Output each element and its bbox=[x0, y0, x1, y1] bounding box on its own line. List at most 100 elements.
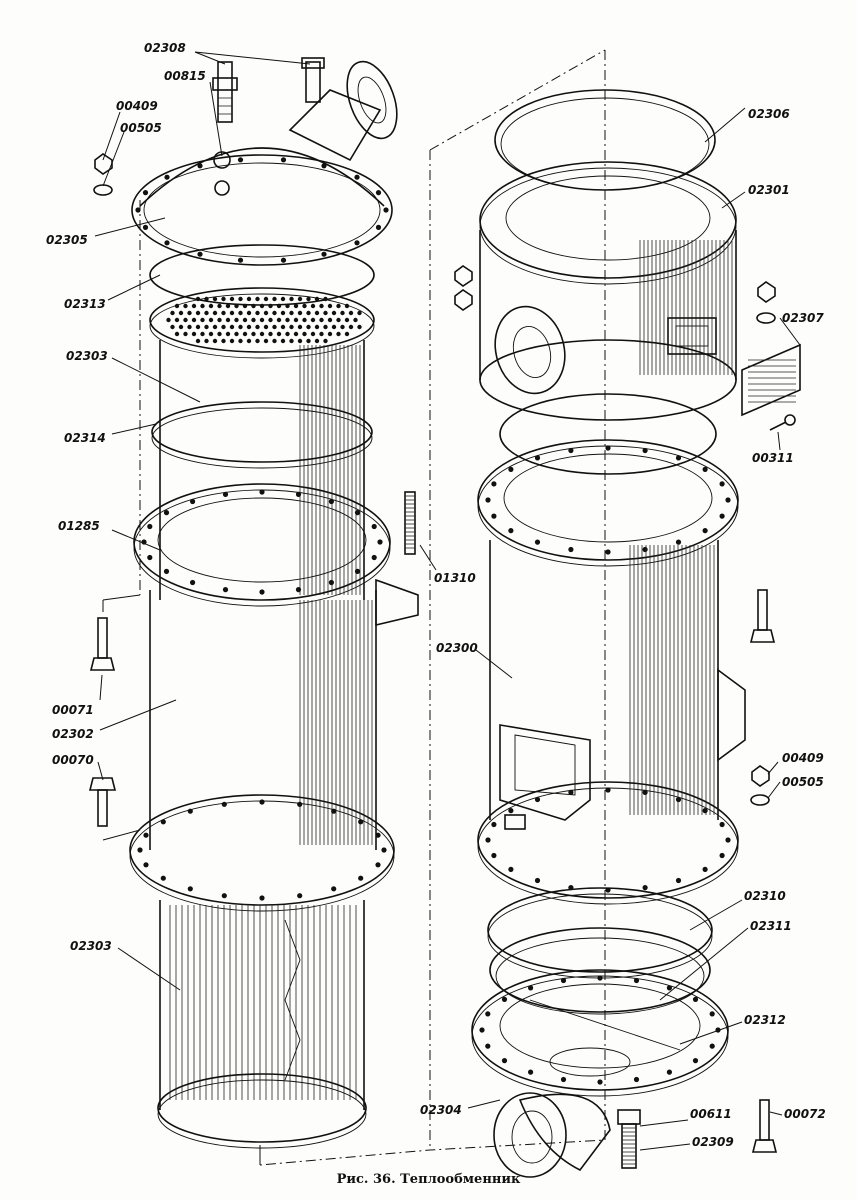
tube-hole bbox=[234, 331, 239, 337]
bolt-hole bbox=[491, 513, 497, 519]
tube-hole bbox=[263, 324, 269, 330]
tube-hole bbox=[178, 324, 184, 330]
tube-hole bbox=[174, 331, 180, 337]
tube-hole bbox=[238, 338, 243, 344]
bolt-hole bbox=[528, 1069, 534, 1075]
bolt-hole bbox=[358, 875, 364, 881]
tube-hole bbox=[327, 303, 333, 309]
tube-hole bbox=[242, 303, 248, 309]
bolt-hole bbox=[259, 895, 265, 901]
label-02308: 02308 bbox=[144, 41, 186, 55]
tube-hole bbox=[255, 310, 260, 316]
tube-hole bbox=[225, 317, 231, 323]
tube-hole bbox=[255, 338, 260, 344]
bolt-hole bbox=[375, 224, 382, 230]
bolt-hole bbox=[605, 787, 611, 793]
bolt-hole bbox=[485, 497, 491, 503]
flange-bottom-left bbox=[129, 794, 395, 912]
tube-hole bbox=[238, 324, 243, 330]
bolt-hole bbox=[259, 589, 265, 595]
tube-hole bbox=[331, 324, 337, 330]
tube-hole bbox=[276, 317, 282, 323]
tube-hole bbox=[357, 324, 362, 330]
bolt-hole bbox=[295, 491, 302, 497]
bolt-hole bbox=[142, 190, 149, 196]
tube-hole bbox=[208, 303, 214, 309]
bolt-hole bbox=[528, 985, 534, 991]
tube-hole bbox=[259, 303, 265, 309]
bolt-hole bbox=[354, 568, 361, 575]
stud-01310 bbox=[404, 491, 416, 555]
bolt-hole bbox=[383, 207, 389, 213]
tube-hole bbox=[187, 324, 192, 330]
bolt-hole bbox=[702, 866, 708, 873]
bolt-hole bbox=[160, 819, 166, 825]
label-02304: 02304 bbox=[420, 1103, 462, 1117]
label-02303-bottom: 02303 bbox=[70, 939, 112, 953]
tube-hole bbox=[195, 296, 201, 302]
tube-hole bbox=[217, 317, 222, 323]
bolt-hole bbox=[675, 539, 682, 545]
bolt-hole bbox=[354, 240, 360, 246]
tube-hole bbox=[344, 317, 350, 323]
bolt-hole bbox=[666, 985, 673, 991]
tube-hole bbox=[242, 331, 248, 337]
label-02307: 02307 bbox=[782, 311, 824, 325]
nut-washer-left bbox=[93, 153, 113, 196]
bolt-hole bbox=[568, 789, 574, 796]
label-00072: 00072 bbox=[784, 1107, 826, 1121]
tube-hole bbox=[259, 331, 265, 337]
bolt-hole bbox=[375, 862, 381, 868]
tube-hole bbox=[297, 324, 303, 330]
tube-hole bbox=[344, 331, 350, 337]
tube-hole bbox=[297, 338, 303, 344]
tube-hole bbox=[183, 331, 188, 337]
tube-hole bbox=[251, 303, 256, 309]
tube-hole bbox=[327, 331, 333, 337]
tube-hole bbox=[229, 310, 235, 316]
lower-tube-bundle bbox=[157, 900, 367, 1149]
tube-hole bbox=[327, 317, 333, 323]
tube-hole bbox=[314, 324, 320, 330]
tube-hole bbox=[195, 324, 201, 330]
plate-02307 bbox=[741, 343, 801, 417]
tube-hole bbox=[280, 338, 286, 344]
tube-hole bbox=[204, 324, 209, 330]
bolt-hole bbox=[597, 1079, 603, 1085]
tube-hole bbox=[221, 338, 226, 344]
tube-hole bbox=[225, 331, 231, 337]
label-00505-right: 00505 bbox=[782, 775, 824, 789]
tube-hole bbox=[302, 331, 307, 337]
bolt-hole bbox=[725, 837, 731, 843]
tube-hole bbox=[306, 338, 311, 344]
bolt-hole bbox=[642, 885, 648, 891]
tube-hole bbox=[319, 303, 324, 309]
tube-hole bbox=[238, 310, 243, 316]
bolt-hole bbox=[163, 509, 170, 516]
tube-hole bbox=[221, 324, 226, 330]
bolt-hole bbox=[147, 523, 153, 530]
tube-hole bbox=[263, 338, 269, 344]
bolt-hole bbox=[163, 568, 170, 575]
bolt-hole bbox=[164, 174, 170, 180]
tube-hole bbox=[191, 303, 197, 309]
tube-hole bbox=[166, 317, 171, 323]
bolt-hole bbox=[259, 799, 265, 805]
bolt-hole bbox=[143, 862, 149, 868]
bolt-hole bbox=[675, 455, 682, 461]
bolt-hole bbox=[137, 847, 143, 853]
tube-hole bbox=[280, 296, 286, 302]
tube-hole bbox=[204, 338, 209, 344]
tube-hole bbox=[191, 317, 197, 323]
tube-hole bbox=[285, 331, 290, 337]
tube-hole bbox=[183, 317, 188, 323]
screw-00311 bbox=[769, 414, 796, 431]
tube-hole bbox=[276, 331, 282, 337]
tube-hole bbox=[285, 317, 290, 323]
tube-hole bbox=[293, 317, 299, 323]
label-00409-right: 00409 bbox=[782, 751, 824, 765]
bolt-hole bbox=[295, 587, 302, 593]
bolt-hole bbox=[508, 466, 514, 472]
tube-hole bbox=[212, 296, 218, 302]
tube-hole bbox=[272, 296, 277, 302]
